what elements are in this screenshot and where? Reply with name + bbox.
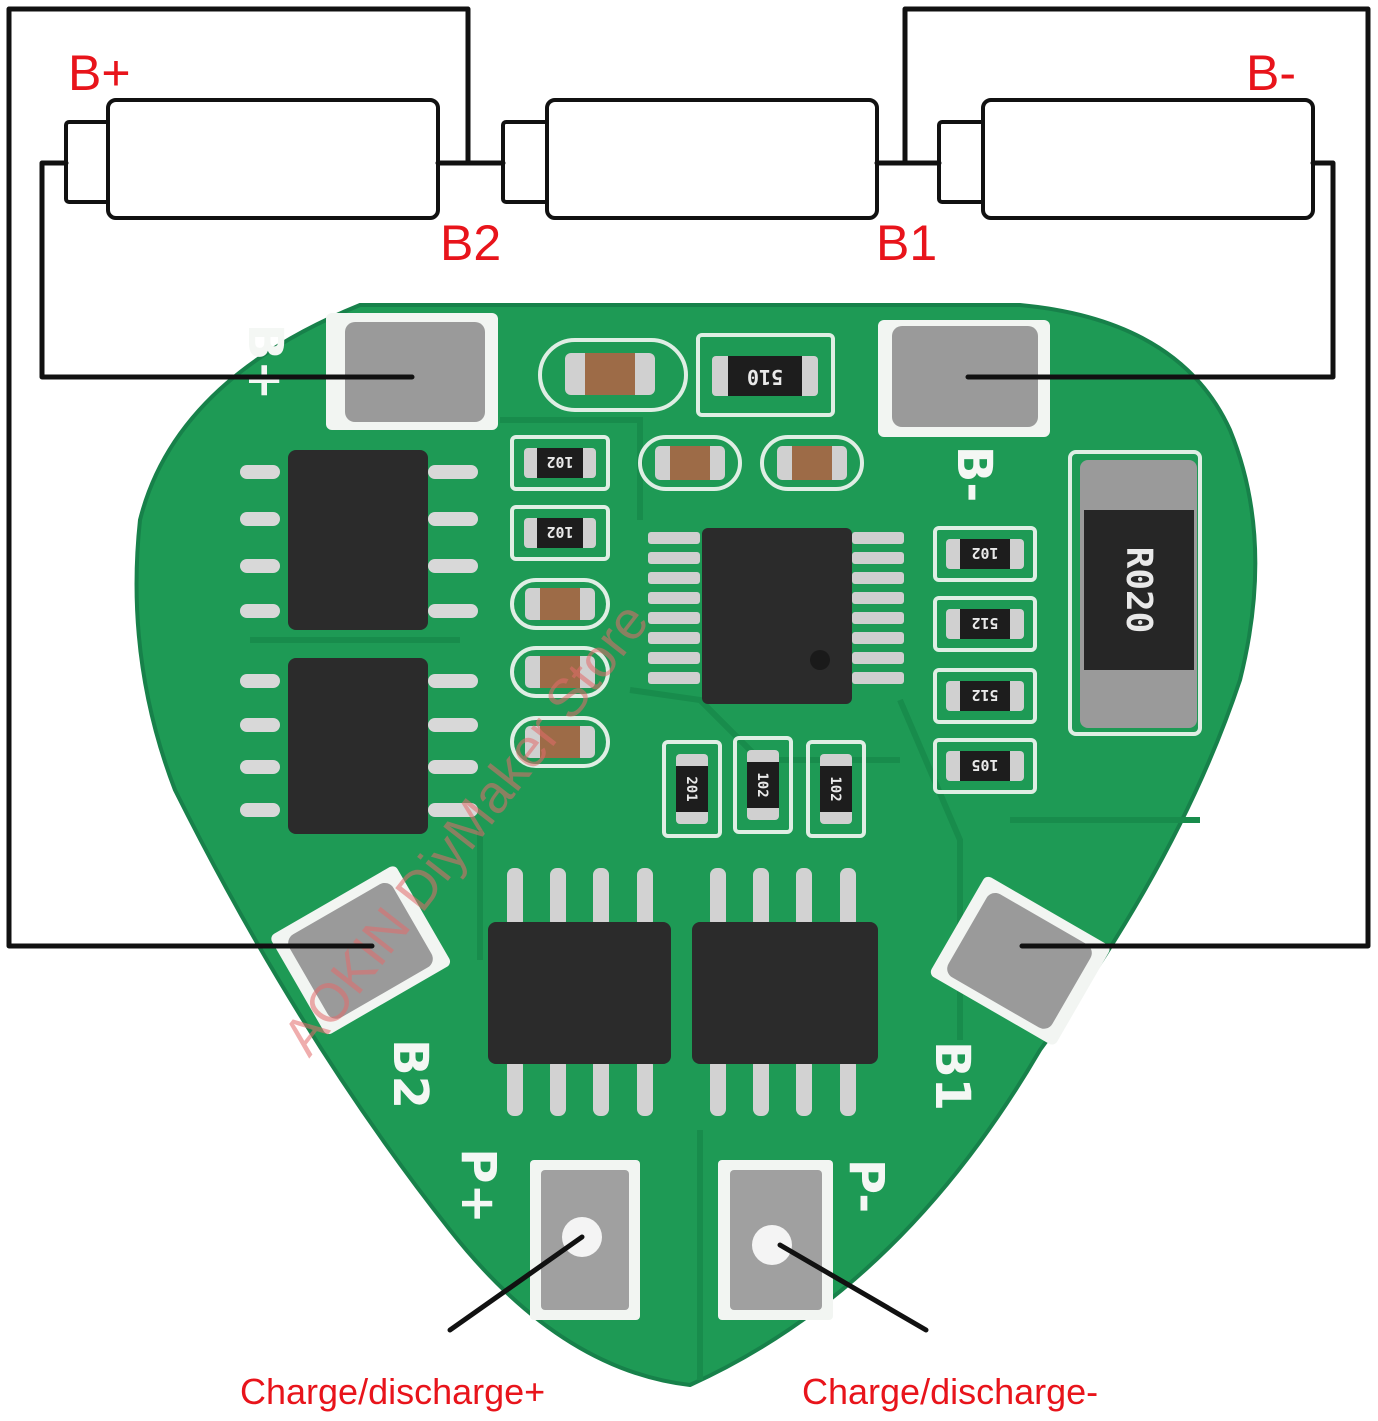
- battery-pads: [271, 313, 1110, 1320]
- silk-p-plus: P+: [450, 1148, 506, 1223]
- batteries: [64, 98, 1315, 220]
- resistor-105: 105: [933, 738, 1037, 794]
- resistor-201-code: 201: [683, 776, 699, 801]
- resistor-102-code: 102: [546, 523, 573, 541]
- capacitors: [510, 338, 864, 768]
- wire-b2: [6, 6, 506, 949]
- silk-b2: B2: [382, 1039, 438, 1109]
- wire-b-plus: [39, 160, 415, 380]
- resistor-105-code: 105: [971, 756, 998, 774]
- capacitor: [510, 716, 610, 768]
- wires: [6, 6, 1371, 1333]
- resistor-510-code: 510: [747, 365, 783, 389]
- capacitor: [538, 338, 688, 412]
- resistor-201: 201: [662, 740, 722, 838]
- resistor-102-code: 102: [827, 776, 843, 801]
- mosfet-bottom-right: [692, 868, 878, 1116]
- shunt-resistor-code: R020: [1118, 547, 1159, 634]
- pad-b-minus: [878, 320, 1050, 437]
- resistor-102-code: 102: [971, 544, 998, 562]
- battery-cell-middle: [501, 98, 879, 220]
- resistor-102-code: 102: [754, 772, 770, 797]
- silk-b-minus: B-: [946, 446, 1002, 503]
- battery-cell-right: [937, 98, 1315, 220]
- silkscreen: B+ B- B2 B1 P+ P-: [237, 324, 1002, 1224]
- pad-p-minus: [718, 1160, 833, 1320]
- label-b-plus: B+: [68, 45, 131, 101]
- wire-b1: [874, 6, 1371, 949]
- label-b-minus: B-: [1246, 45, 1296, 101]
- resistors: 510 102 102 102 512 512: [510, 333, 1202, 838]
- capacitor: [760, 435, 864, 491]
- mosfet-left-bottom: [240, 658, 478, 834]
- resistor-102: 102: [510, 505, 610, 561]
- red-labels: B+ B- B2 B1 Charge/discharge+ Charge/dis…: [68, 45, 1296, 1412]
- resistor-512-code: 512: [971, 686, 998, 704]
- mosfet-bottom-left: [488, 868, 671, 1116]
- silk-p-minus: P-: [838, 1159, 894, 1213]
- capacitor: [510, 578, 610, 630]
- resistor-102: 102: [510, 435, 610, 491]
- shunt-resistor: R020: [1068, 450, 1202, 736]
- resistor-512-code: 512: [971, 614, 998, 632]
- label-charge-plus: Charge/discharge+: [240, 1371, 545, 1412]
- label-charge-minus: Charge/discharge-: [802, 1371, 1098, 1412]
- mosfet-left-top: [240, 450, 478, 630]
- label-b1: B1: [876, 215, 937, 271]
- pad-b1: [930, 876, 1110, 1045]
- silk-b1: B1: [924, 1041, 980, 1111]
- silk-b-plus: B+: [237, 324, 293, 401]
- resistor-102: 102: [933, 526, 1037, 582]
- battery-cell-left: [64, 98, 440, 220]
- resistor-512: 512: [933, 668, 1037, 724]
- wire-b-minus: [965, 160, 1336, 380]
- resistor-102-code: 102: [546, 453, 573, 471]
- pad-p-plus: [530, 1160, 640, 1320]
- pad-b2: [271, 866, 451, 1035]
- capacitor: [510, 646, 610, 698]
- leader-p-minus: [777, 1242, 929, 1333]
- capacitor: [638, 435, 742, 491]
- resistor-102: 102: [806, 740, 866, 838]
- protection-ic: [648, 528, 904, 704]
- label-b2: B2: [440, 215, 501, 271]
- leader-p-plus: [447, 1234, 585, 1333]
- resistor-102: 102: [733, 736, 793, 834]
- pad-b-plus: [326, 313, 498, 430]
- resistor-510: 510: [696, 333, 835, 417]
- resistor-512: 512: [933, 596, 1037, 652]
